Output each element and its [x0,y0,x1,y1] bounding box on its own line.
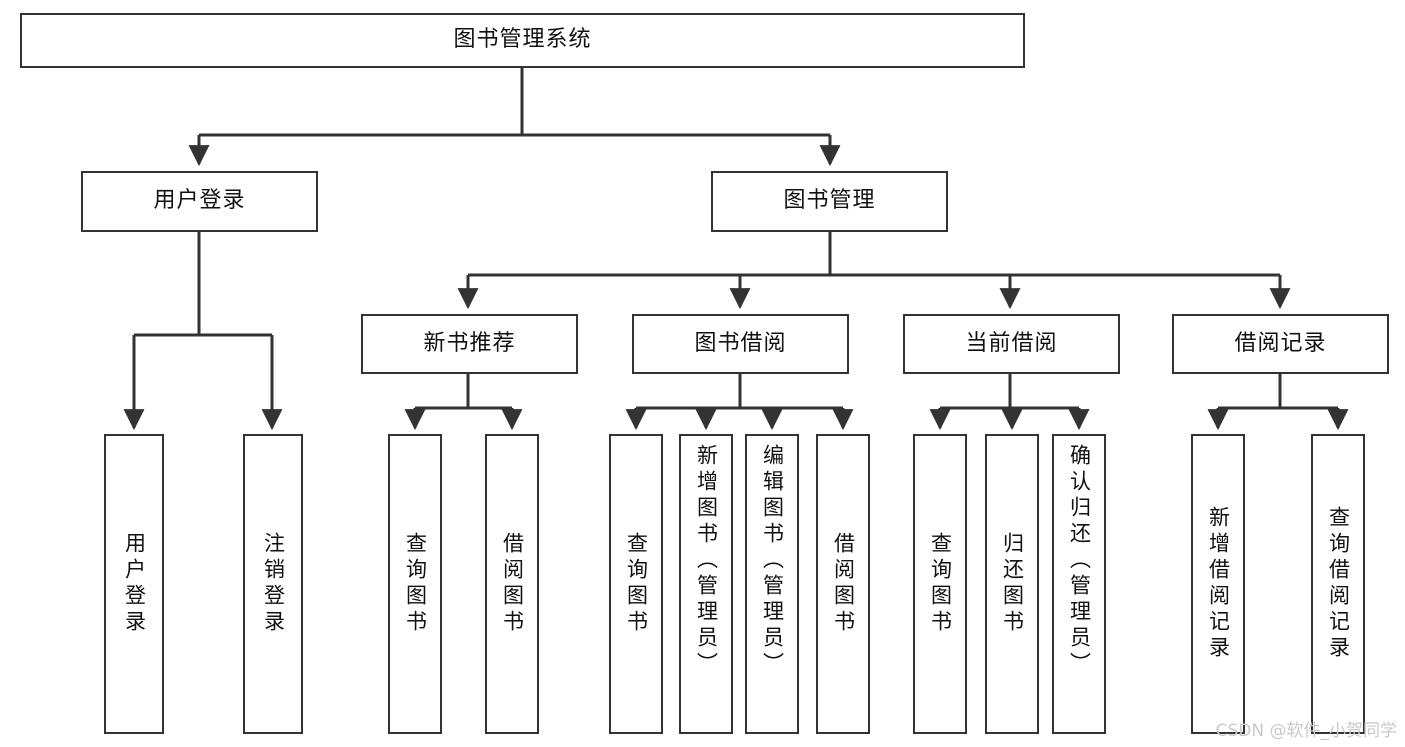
node-new-book-recommend-label: 新书推荐 [423,330,516,356]
node-leaf-query-book-cur-label: 查询图书 [928,532,953,636]
node-book-manage[interactable]: 图书管理 [711,171,948,232]
node-leaf-borrow-book-rec-label: 借阅图书 [500,532,525,636]
node-leaf-query-book-bw[interactable]: 查询图书 [609,434,663,734]
node-leaf-return-book[interactable]: 归还图书 [985,434,1039,734]
node-leaf-edit-book-admin[interactable]: 编辑图书（管理员） [745,434,799,734]
node-leaf-query-book-rec[interactable]: 查询图书 [388,434,442,734]
node-book-borrow[interactable]: 图书借阅 [632,314,849,374]
node-root[interactable]: 图书管理系统 [20,13,1025,68]
node-leaf-logout[interactable]: 注销登录 [243,434,303,734]
node-leaf-add-book-admin[interactable]: 新增图书（管理员） [679,434,733,734]
node-leaf-edit-book-admin-label: 编辑图书（管理员） [760,444,785,678]
node-leaf-user-login-label: 用户登录 [122,532,147,636]
node-new-book-recommend[interactable]: 新书推荐 [361,314,578,374]
node-leaf-query-borrow-record[interactable]: 查询借阅记录 [1311,434,1365,734]
node-user-login[interactable]: 用户登录 [81,171,318,232]
node-leaf-add-book-admin-label: 新增图书（管理员） [694,444,719,678]
node-leaf-borrow-book-bw[interactable]: 借阅图书 [816,434,870,734]
node-leaf-add-borrow-record-label: 新增借阅记录 [1206,506,1231,662]
node-leaf-confirm-return[interactable]: 确认归还（管理员） [1052,434,1106,734]
node-leaf-query-book-bw-label: 查询图书 [624,532,649,636]
node-user-login-label: 用户登录 [153,188,246,214]
node-book-borrow-label: 图书借阅 [694,330,787,356]
node-root-label: 图书管理系统 [453,27,592,53]
node-leaf-query-book-cur[interactable]: 查询图书 [913,434,967,734]
node-leaf-borrow-book-rec[interactable]: 借阅图书 [485,434,539,734]
node-leaf-logout-label: 注销登录 [261,532,286,636]
node-leaf-add-borrow-record[interactable]: 新增借阅记录 [1191,434,1245,734]
node-leaf-user-login[interactable]: 用户登录 [104,434,164,734]
node-leaf-query-book-rec-label: 查询图书 [403,532,428,636]
node-leaf-borrow-book-bw-label: 借阅图书 [831,532,856,636]
node-leaf-return-book-label: 归还图书 [1000,532,1025,636]
node-current-borrow-label: 当前借阅 [965,330,1058,356]
node-leaf-confirm-return-label: 确认归还（管理员） [1067,444,1092,678]
node-borrow-record-label: 借阅记录 [1234,330,1327,356]
node-leaf-query-borrow-record-label: 查询借阅记录 [1326,506,1351,662]
node-book-manage-label: 图书管理 [783,188,876,214]
node-borrow-record[interactable]: 借阅记录 [1172,314,1389,374]
node-current-borrow[interactable]: 当前借阅 [903,314,1120,374]
